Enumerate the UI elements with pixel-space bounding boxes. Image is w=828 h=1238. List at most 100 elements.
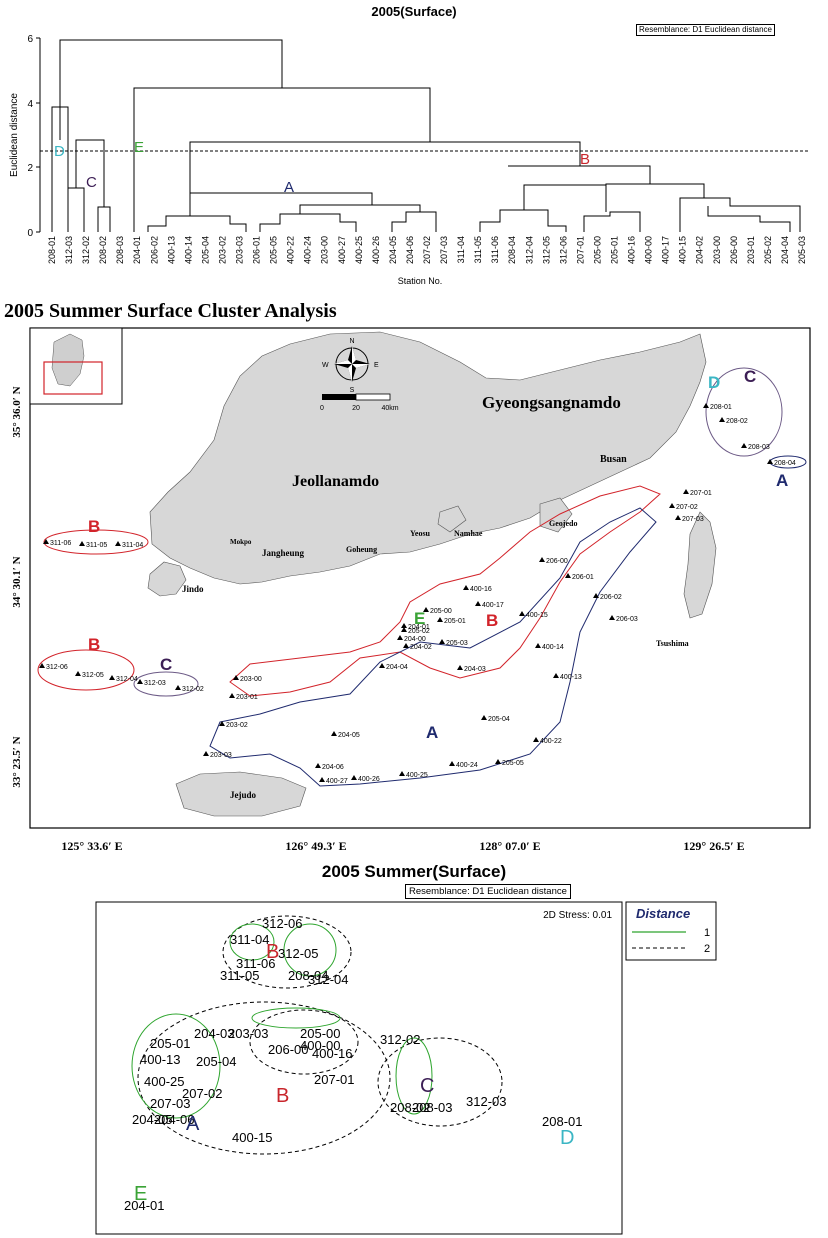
envelope-B-top-dashed [222, 915, 352, 989]
mds-point-labels: 312-06 311-04 312-05 311-06 311-05 208-0… [124, 916, 582, 1213]
station-marker-icon [397, 635, 403, 640]
station-label: 400-22 [540, 738, 562, 745]
legend-label-2: 2 [704, 943, 710, 955]
dendro-group-C: C [86, 174, 97, 191]
mds-point-label: 400-13 [140, 1052, 180, 1067]
map-cluster-B-main: B [486, 611, 498, 630]
station-label: 204-06 [322, 764, 344, 771]
mds-frame [95, 901, 623, 1235]
station-marker-icon [533, 737, 539, 742]
dendrogram-chart: 0 2 4 6 Euclidean distance D C E A B 208… [9, 34, 808, 286]
mds-point-label: 208-03 [412, 1100, 452, 1115]
mds-cluster-D: D [560, 1127, 574, 1149]
cluster-map: N S E W 0 20 40km Gyeongsangnamdo Jeolla… [11, 327, 811, 853]
link [67, 187, 85, 232]
station-tick-label: 205-04 [200, 236, 210, 264]
korean-peninsula-land [149, 331, 707, 585]
station-marker-icon [449, 761, 455, 766]
station-tick-label: 400-22 [286, 236, 296, 264]
station-tick-label: 400-14 [183, 236, 193, 264]
namhae-island [437, 505, 467, 533]
station-label: 203-03 [210, 752, 232, 759]
station-marker-icon [437, 617, 443, 622]
station-tick-label: 204-04 [780, 236, 790, 264]
envelope-B-top-green-1 [229, 923, 275, 961]
station-tick-label: 400-25 [354, 236, 364, 264]
mds-point-label: 400-16 [312, 1046, 352, 1061]
station-label: 206-02 [600, 594, 622, 601]
station-marker-icon [609, 615, 615, 620]
map-cluster-C-east: C [744, 367, 756, 386]
scale-bar-white [355, 393, 391, 401]
legend-title: Distance [636, 906, 690, 921]
station-marker-icon [401, 623, 407, 628]
station-tick-label: 312-04 [524, 236, 534, 264]
lon-label-3: 128° 07.0′ E [479, 839, 540, 853]
station-tick-label: 207-02 [422, 236, 432, 264]
y-tick-label-4: 4 [27, 99, 33, 110]
envelope-B-mid-green [251, 1007, 341, 1029]
station-marker-icon [403, 643, 409, 648]
lat-label-3: 33° 23.5′ N [11, 736, 23, 787]
dendro-group-E: E [134, 139, 144, 156]
station-tick-label: 206-00 [729, 236, 739, 264]
dendro-group-D: D [54, 143, 65, 160]
station-label: 205-00 [430, 608, 452, 615]
station-label: 312-04 [116, 676, 138, 683]
mds-point-label: 208-04 [288, 968, 328, 983]
scale-max: 40km [381, 405, 398, 412]
compass-s: S [350, 387, 355, 394]
envelope-A-green [131, 1013, 221, 1119]
station-tick-label: 206-01 [252, 236, 262, 264]
link [523, 184, 606, 210]
station-marker-icon [423, 607, 429, 612]
station-tick-label: 400-24 [303, 236, 313, 264]
station-marker-icon [219, 721, 225, 726]
compass-n: N [349, 338, 354, 345]
map-cluster-E: E [414, 609, 425, 628]
station-label: 205-01 [444, 618, 466, 625]
station-marker-icon [39, 663, 45, 668]
contour-B-west-2 [37, 649, 135, 691]
station-marker-icon [475, 601, 481, 606]
station-marker-icon [519, 611, 525, 616]
station-label: 204-00 [404, 636, 426, 643]
mds-point-label: 204-03 [194, 1026, 234, 1041]
link [479, 209, 567, 232]
scale-mid: 20 [352, 405, 360, 412]
link [189, 141, 282, 193]
scale-zero: 0 [320, 405, 324, 412]
mds-point-label: 205-00 [300, 1026, 340, 1041]
station-marker-icon [703, 403, 709, 408]
place-yeosu: Yeosu [410, 529, 431, 538]
station-tick-label: 311-04 [456, 236, 466, 263]
mds-resemblance-box: Resemblance: D1 Euclidean distance [405, 884, 571, 899]
station-marker-icon [331, 731, 337, 736]
compass-rose-icon: N S E W [322, 338, 379, 394]
inset-region-box [43, 361, 103, 395]
lat-label-1: 35° 36.0′ N [11, 386, 23, 437]
station-label: 205-04 [488, 716, 510, 723]
mds-point-label: 400-25 [144, 1074, 184, 1089]
geojedo-island [539, 497, 573, 533]
mds-cluster-C: C [420, 1075, 434, 1097]
link-root [59, 39, 283, 140]
station-marker-icon [669, 503, 675, 508]
link [508, 165, 651, 184]
station-tick-label: 208-02 [98, 236, 108, 264]
station-tick-label: 311-06 [490, 236, 500, 263]
station-label: 400-15 [526, 612, 548, 619]
station-marker-icon [741, 443, 747, 448]
link [189, 192, 373, 216]
station-marker-icon [229, 693, 235, 698]
scale-bar-black [322, 394, 356, 400]
y-tick-label-2: 2 [27, 163, 33, 174]
place-namhae: Namhae [454, 529, 483, 538]
place-jeollanamdo: Jeollanamdo [292, 473, 379, 490]
envelope-C-green [395, 1037, 433, 1115]
station-label: 400-16 [470, 586, 492, 593]
station-tick-label: 207-03 [439, 236, 449, 264]
dendrogram-resemblance-box: Resemblance: D1 Euclidean distance [636, 24, 775, 36]
station-tick-label: 205-01 [610, 236, 620, 264]
